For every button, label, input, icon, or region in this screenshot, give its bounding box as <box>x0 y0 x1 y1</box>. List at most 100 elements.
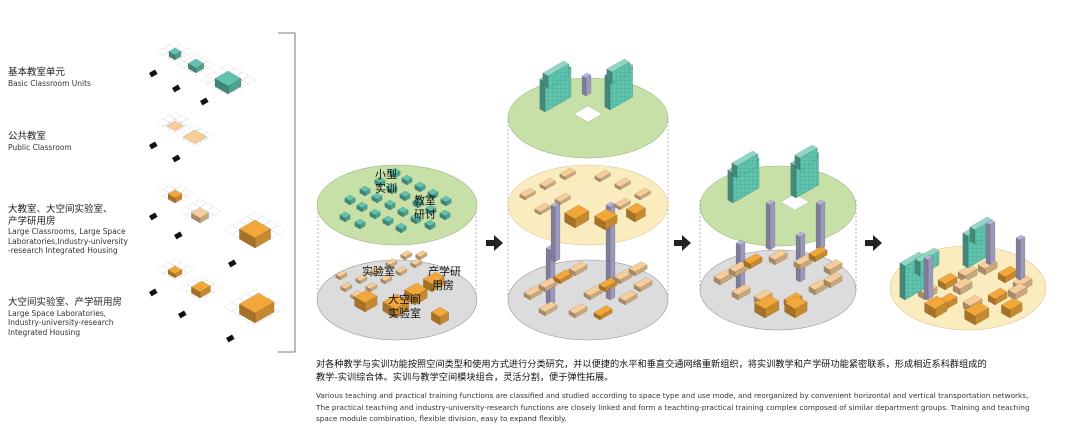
teal-classroom-1 <box>344 194 356 206</box>
stage-3 <box>699 144 857 331</box>
legend-large-en1: Large Classrooms, Large Space <box>8 227 126 236</box>
s3-room-1 <box>713 269 733 286</box>
peach-room-2 <box>355 274 368 285</box>
peach-room-8 <box>380 274 393 285</box>
s4-room-10 <box>1007 282 1028 301</box>
s3-room-12 <box>823 272 843 289</box>
s3-room-11 <box>808 279 828 296</box>
s3-slab-2 <box>731 150 759 179</box>
legend-large-zh1: 大教室、大空间实验室、 <box>8 204 113 215</box>
grid-cell <box>270 225 287 235</box>
s2-mid-room-1 <box>519 187 536 201</box>
dim-tag-3 <box>200 97 209 106</box>
teal-classroom-16 <box>427 188 439 200</box>
core-s2-4 <box>550 201 561 263</box>
legend-teal-large <box>214 70 242 95</box>
peach-room-9 <box>395 266 408 277</box>
teal-classroom-17 <box>395 222 407 234</box>
teal-classroom-3 <box>374 176 386 188</box>
stage2-middle-disc <box>507 164 669 246</box>
teal-classroom-14 <box>397 206 409 218</box>
teal-classroom-20 <box>440 195 452 207</box>
label-lab: 实验室 <box>362 264 395 278</box>
s3-room-5 <box>793 254 813 271</box>
teal-classroom-9 <box>369 208 381 220</box>
s2-mid-room-8 <box>614 197 631 211</box>
teal-classroom-24 <box>439 209 451 221</box>
grid-cell <box>206 283 222 293</box>
legend-peach-medium <box>182 129 208 145</box>
arrow-2 <box>674 235 691 251</box>
teal-classroom-12 <box>414 181 426 193</box>
s2-room-11 <box>593 305 613 321</box>
stage4-modules <box>899 216 1033 326</box>
legend-public-zh: 公共教室 <box>8 131 47 142</box>
s3-room-6 <box>808 246 828 263</box>
core-s4-3 <box>1015 234 1026 281</box>
stage3-modules <box>713 144 843 319</box>
dim-tag-6 <box>149 212 158 221</box>
grid-cell <box>156 265 170 274</box>
s2-mid-room-9 <box>634 187 651 201</box>
legend-public-en: Public Classroom <box>8 142 72 152</box>
orange-block-5 <box>430 306 450 326</box>
teal-classroom-22 <box>354 218 366 230</box>
grid-cell <box>162 115 176 123</box>
grid-cell <box>180 265 194 274</box>
label-small-room-top: 小型 <box>375 167 397 181</box>
grid-cell <box>199 279 215 289</box>
s2-room-6 <box>598 277 618 293</box>
s2-room-13 <box>633 277 653 293</box>
legend-orange-c <box>190 280 211 299</box>
label-teach-room-top: 教室 <box>414 193 436 207</box>
dim-tag-8 <box>228 259 237 268</box>
dim-tag-7 <box>174 231 183 240</box>
core-s2-top <box>581 72 592 97</box>
arrow-1 <box>486 235 503 251</box>
peach-room-5 <box>400 250 413 261</box>
legend-orange-xl <box>238 292 275 324</box>
dim-tag-9 <box>149 288 158 297</box>
legend-teal-small <box>168 47 182 61</box>
s4-room-9 <box>987 287 1008 306</box>
core-s4-2 <box>985 219 996 266</box>
s2-mid-room-3 <box>559 167 576 181</box>
legend-lab-en2: Industry-university-research <box>8 318 114 327</box>
caption-zh: 对各种教学与实训功能按照空间类型和使用方式进行分类研究，并以便捷的水平和垂直交通… <box>316 358 1076 384</box>
dim-tag-4 <box>149 141 158 150</box>
legend-basic-en: Basic Classroom Units <box>8 78 91 88</box>
grid-cell <box>199 75 215 85</box>
grid-cell <box>180 47 194 56</box>
s2-room-8 <box>628 261 648 277</box>
s2-slab-2 <box>542 60 570 89</box>
legend-large-zh2: 产学研用房 <box>8 215 56 227</box>
legend-basic: 基本教室单元 Basic Classroom Units <box>8 67 91 88</box>
grid-cell <box>241 75 257 85</box>
grid-cell <box>220 63 236 73</box>
s4-orange-1 <box>924 295 948 319</box>
grid-cell <box>246 211 264 222</box>
s3-slab-4 <box>794 144 818 171</box>
stage-2 <box>507 58 669 341</box>
peach-room-11 <box>335 270 348 281</box>
grid-cell <box>178 283 194 293</box>
teal-classroom-15 <box>412 197 424 209</box>
s2-orange-2 <box>594 208 618 231</box>
s2-room-7 <box>613 269 633 285</box>
s2-mid-room-5 <box>614 177 631 191</box>
label-small-room-bottom: 实训 <box>375 181 397 195</box>
arrow-3 <box>865 235 882 251</box>
grid-cell <box>178 206 194 216</box>
teal-classroom-23 <box>424 219 436 231</box>
stage2-modules <box>519 58 653 321</box>
grid-cell <box>156 188 170 197</box>
s3-room-7 <box>823 259 843 276</box>
grid-cell <box>168 181 182 190</box>
s2-room-9 <box>538 301 558 317</box>
teal-classroom-4 <box>389 167 401 179</box>
s2-room-2 <box>538 277 558 293</box>
legend-peach-small <box>165 120 185 132</box>
legend-public: 公共教室 Public Classroom <box>8 131 72 152</box>
s2-mid-room-4 <box>594 169 611 183</box>
dim-tag-2 <box>172 84 181 93</box>
